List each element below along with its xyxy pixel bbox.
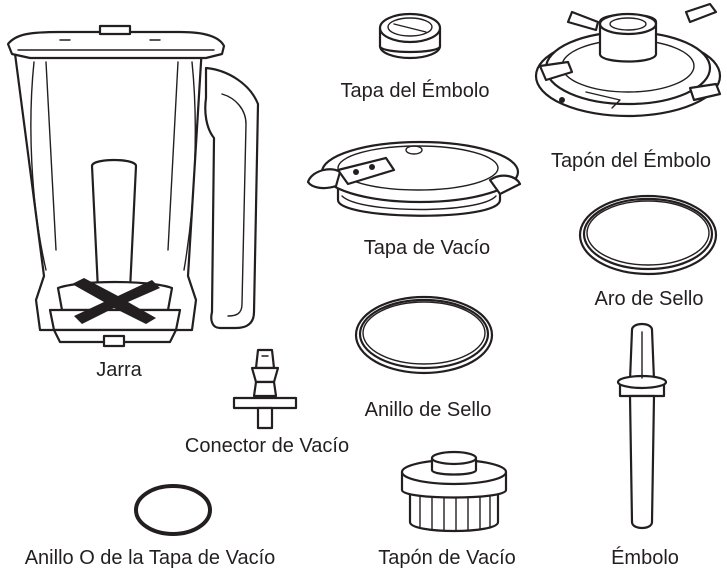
o-ring-label: Anillo O de la Tapa de Vacío [25, 547, 276, 569]
jar-label: Jarra [96, 359, 142, 381]
o-ring-illustration [134, 484, 212, 536]
vacuum-connector-illustration [232, 348, 298, 430]
plunger-cap-illustration [378, 12, 442, 60]
plunger-illustration [616, 322, 668, 530]
vacuum-stopper-illustration [400, 450, 508, 533]
vacuum-stopper-label: Tapón de Vacío [378, 547, 516, 569]
seal-ring-right-illustration [578, 194, 718, 276]
plunger-cap-label: Tapa del Émbolo [341, 79, 490, 102]
plunger-stopper-label: Tapón del Émbolo [551, 149, 711, 172]
jar-illustration [6, 24, 260, 348]
vacuum-lid-label: Tapa de Vacío [364, 237, 490, 259]
plunger-label: Émbolo [611, 546, 679, 569]
plunger-stopper-illustration [534, 2, 722, 118]
seal-ring-center-label: Anillo de Sello [365, 399, 492, 421]
vacuum-connector-label: Conector de Vacío [185, 435, 349, 457]
vacuum-lid-illustration [306, 140, 522, 217]
seal-ring-right-label: Aro de Sello [595, 288, 704, 310]
seal-ring-center-illustration [354, 295, 494, 375]
